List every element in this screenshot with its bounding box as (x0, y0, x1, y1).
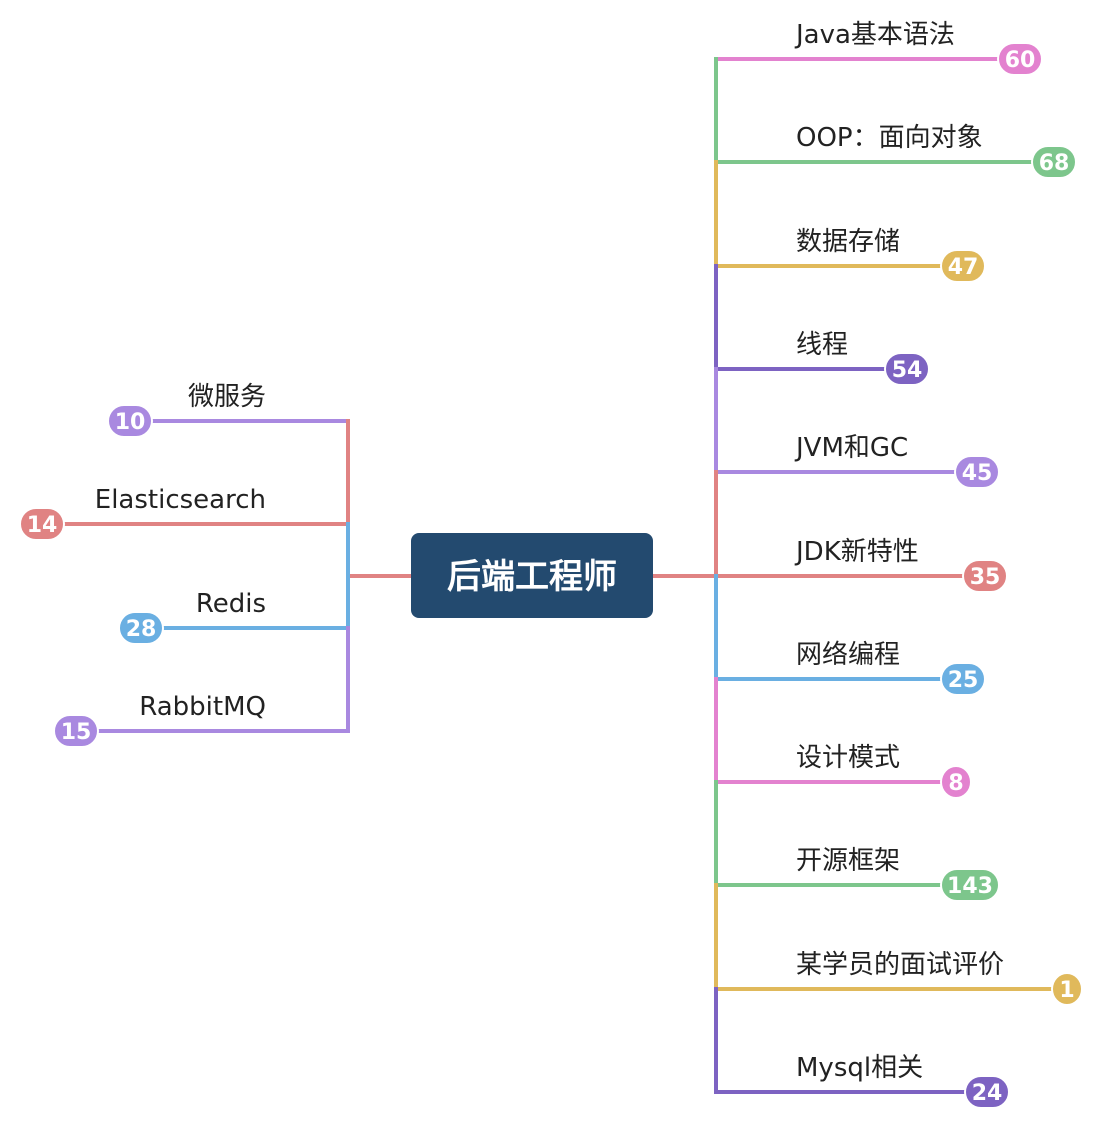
branch-label: JDK新特性 (794, 537, 919, 567)
count-badge (954, 455, 1000, 489)
connector-lines (40, 57, 1069, 1094)
count-badge (940, 249, 986, 283)
branch-node-right[interactable]: Mysql相关 24 (796, 1053, 1010, 1109)
count-badge-text: 24 (972, 1081, 1003, 1106)
branch-label: 数据存储 (796, 227, 900, 257)
count-badge-text: 1 (1059, 978, 1074, 1003)
count-badge-text: 143 (947, 874, 993, 899)
branch-node-right[interactable]: 线程 54 (796, 330, 930, 386)
count-badge (997, 42, 1043, 76)
branch-label: 微服务 (188, 382, 266, 412)
branch-label: 线程 (796, 330, 848, 360)
root-node-title: 后端工程师 (447, 557, 617, 597)
count-badge-text: 15 (61, 720, 92, 745)
count-badge-text: 54 (892, 358, 923, 383)
branch-label: Redis (196, 589, 266, 619)
branch-label: 开源框架 (796, 846, 900, 876)
branch-node-left[interactable]: RabbitMQ 15 (53, 692, 266, 748)
root-node[interactable]: 后端工程师 (411, 533, 653, 618)
count-badge (1051, 972, 1083, 1006)
branch-node-right[interactable]: OOP：面向对象 68 (796, 123, 1077, 179)
count-badge-text: 14 (27, 513, 58, 538)
branch-label: 网络编程 (796, 640, 900, 670)
count-badge (884, 352, 930, 386)
branch-node-right[interactable]: 设计模式 8 (796, 743, 972, 799)
count-badge (53, 714, 99, 748)
count-badge-text: 68 (1039, 151, 1070, 176)
branch-node-right[interactable]: JVM和GC 45 (794, 433, 1000, 489)
branch-node-right[interactable]: 数据存储 47 (796, 227, 986, 283)
count-badge (1031, 145, 1077, 179)
count-badge (940, 662, 986, 696)
count-badge (118, 611, 164, 645)
count-badge (19, 507, 65, 541)
count-badge-text: 25 (948, 668, 979, 693)
branch-node-right[interactable]: 开源框架 143 (796, 846, 1000, 902)
branch-label: OOP：面向对象 (796, 123, 983, 153)
count-badge-text: 35 (970, 565, 1001, 590)
count-badge-text: 47 (948, 255, 979, 280)
count-badge-text: 60 (1005, 48, 1036, 73)
branch-label: 设计模式 (796, 743, 900, 773)
branch-label: 某学员的面试评价 (796, 950, 1004, 980)
branch-label: JVM和GC (794, 433, 908, 463)
branch-node-left[interactable]: Elasticsearch 14 (19, 485, 266, 541)
count-badge (964, 1075, 1010, 1109)
branch-label: RabbitMQ (139, 692, 266, 722)
count-badge-text: 45 (962, 461, 993, 486)
branch-label: Mysql相关 (796, 1053, 923, 1083)
branch-label: Elasticsearch (95, 485, 266, 515)
count-badge-text: 8 (948, 771, 963, 796)
count-badge-text: 10 (115, 410, 146, 435)
branch-node-left[interactable]: 微服务 10 (107, 382, 266, 438)
branch-node-right[interactable]: 某学员的面试评价 1 (796, 950, 1083, 1006)
count-badge (940, 868, 1000, 902)
count-badge (962, 559, 1008, 593)
count-badge-text: 28 (126, 617, 157, 642)
count-badge (107, 404, 153, 438)
branch-label: Java基本语法 (794, 20, 955, 50)
branch-node-right[interactable]: JDK新特性 35 (794, 537, 1008, 593)
branch-node-right[interactable]: 网络编程 25 (796, 640, 986, 696)
count-badge (940, 765, 972, 799)
root-node-box (411, 533, 653, 618)
branch-node-right[interactable]: Java基本语法 60 (794, 20, 1043, 76)
branch-node-left[interactable]: Redis 28 (118, 589, 266, 645)
